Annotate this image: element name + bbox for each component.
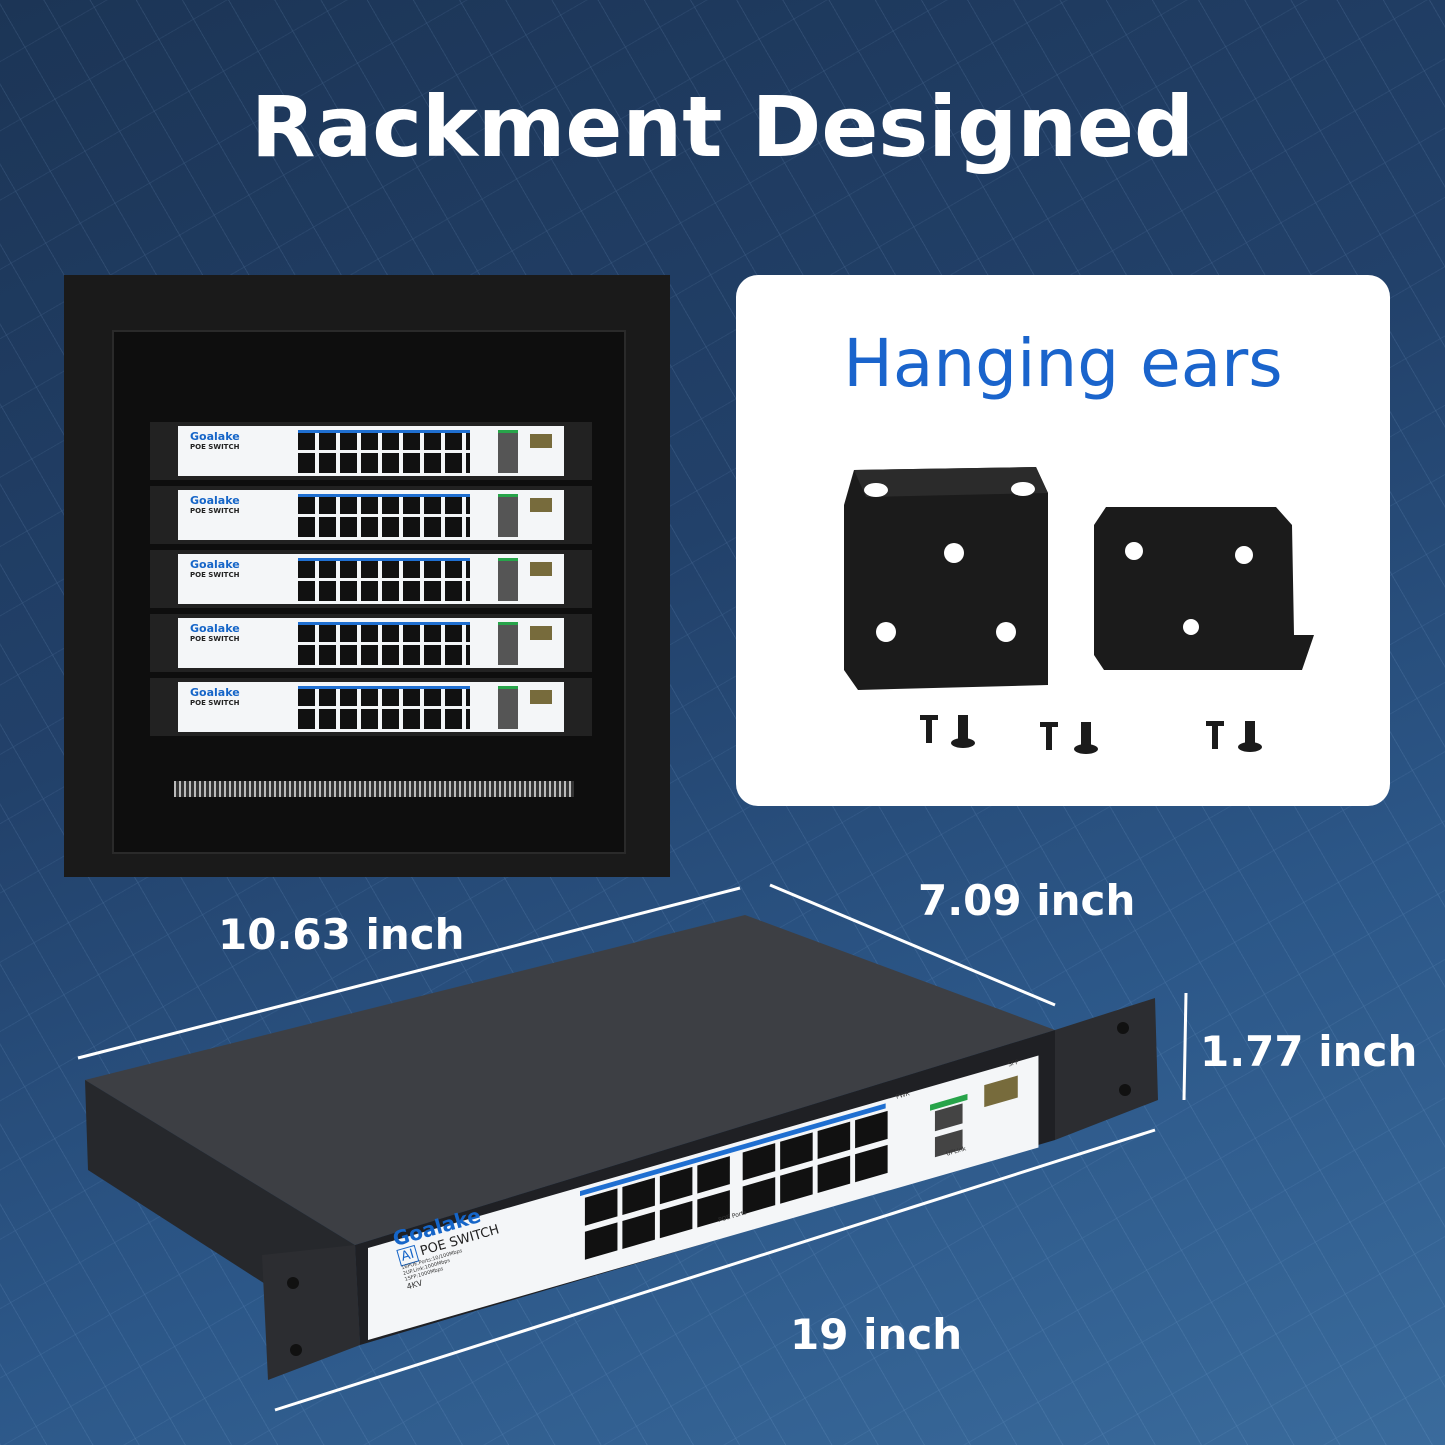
- switch-model: POE SWITCH: [190, 635, 240, 643]
- poe-port: [659, 1166, 693, 1205]
- switch-model: POE SWITCH: [190, 507, 240, 515]
- sfp-port: [530, 434, 552, 448]
- poe-ports: [298, 430, 470, 473]
- uplink-ports: [498, 430, 518, 473]
- poe-ports: [298, 686, 470, 729]
- sfp-port: [530, 690, 552, 704]
- sfp-port: [530, 626, 552, 640]
- uplink-ports: [498, 494, 518, 537]
- switch-brand: Goalake: [190, 558, 240, 571]
- rack-cabinet-photo: Goalake POE SWITCH Goalake POE SWITCH Go…: [64, 275, 670, 877]
- poe-port: [780, 1166, 813, 1204]
- switch-front: Goalake POE SWITCH: [178, 490, 564, 540]
- rack-switch-unit: Goalake POE SWITCH: [150, 614, 592, 672]
- bracket-illustration: [844, 467, 1314, 754]
- poe-port: [584, 1222, 618, 1260]
- left-bracket-icon: [844, 467, 1048, 690]
- hanging-ears-heading: Hanging ears: [843, 325, 1283, 402]
- poe-port: [817, 1155, 851, 1193]
- switch-front: Goalake POE SWITCH: [178, 426, 564, 476]
- poe-port: [697, 1156, 730, 1194]
- switch-model: POE SWITCH: [190, 571, 240, 579]
- uplink-ports: [498, 558, 518, 601]
- poe-port: [817, 1121, 851, 1159]
- top-width-dimension: 7.09 inch: [918, 876, 1136, 925]
- uplink-ports: [498, 686, 518, 729]
- switch-front: Goalake POE SWITCH: [178, 618, 564, 668]
- poe-port: [855, 1144, 888, 1183]
- left-ear: [262, 1245, 360, 1380]
- poe-ports: [298, 494, 470, 537]
- switch-brand: Goalake: [190, 430, 240, 443]
- poe-ports: [298, 622, 470, 665]
- rack-switch-unit: Goalake POE SWITCH: [150, 486, 592, 544]
- switch-front: Goalake POE SWITCH: [178, 554, 564, 604]
- sfp-port: [530, 562, 552, 576]
- poe-port: [780, 1132, 813, 1170]
- dimension-lines: [77, 883, 1188, 1412]
- screws-icon: [920, 715, 1262, 754]
- switch-model: POE SWITCH: [190, 443, 240, 451]
- width-dimension: 19 inch: [790, 1310, 963, 1359]
- switch-brand: Goalake: [190, 686, 240, 699]
- sfp-port: [530, 498, 552, 512]
- right-ear: [1055, 998, 1158, 1140]
- rack-switch-unit: Goalake POE SWITCH: [150, 550, 592, 608]
- poe-ports: [298, 558, 470, 601]
- poe-port: [742, 1177, 776, 1215]
- poe-port: [622, 1177, 655, 1215]
- switch-brand: Goalake: [190, 494, 240, 507]
- switch-front: Goalake POE SWITCH: [178, 682, 564, 732]
- switch-front-panel: [368, 1055, 1039, 1340]
- switch-brand: Goalake: [190, 622, 240, 635]
- rack-switch-unit: Goalake POE SWITCH: [150, 422, 592, 480]
- uplink-ports: [498, 622, 518, 665]
- hanging-ears-card: Hanging ears: [736, 275, 1390, 806]
- poe-port: [697, 1190, 730, 1228]
- rack-switch-unit: Goalake POE SWITCH: [150, 678, 592, 736]
- switch-top: [85, 915, 1055, 1245]
- ear-holes: [287, 1022, 1131, 1356]
- right-bracket-icon: [1094, 507, 1314, 670]
- poe-port: [622, 1211, 655, 1249]
- depth-dimension: 10.63 inch: [218, 910, 465, 959]
- poe-port: [659, 1200, 693, 1239]
- poe-port: [742, 1143, 776, 1181]
- height-dimension: 1.77 inch: [1200, 1027, 1418, 1076]
- poe-port: [584, 1188, 618, 1226]
- poe-port: [855, 1110, 888, 1149]
- rack-vent: [174, 781, 574, 797]
- switch-model: POE SWITCH: [190, 699, 240, 707]
- page-title: Rackment Designed: [250, 78, 1195, 176]
